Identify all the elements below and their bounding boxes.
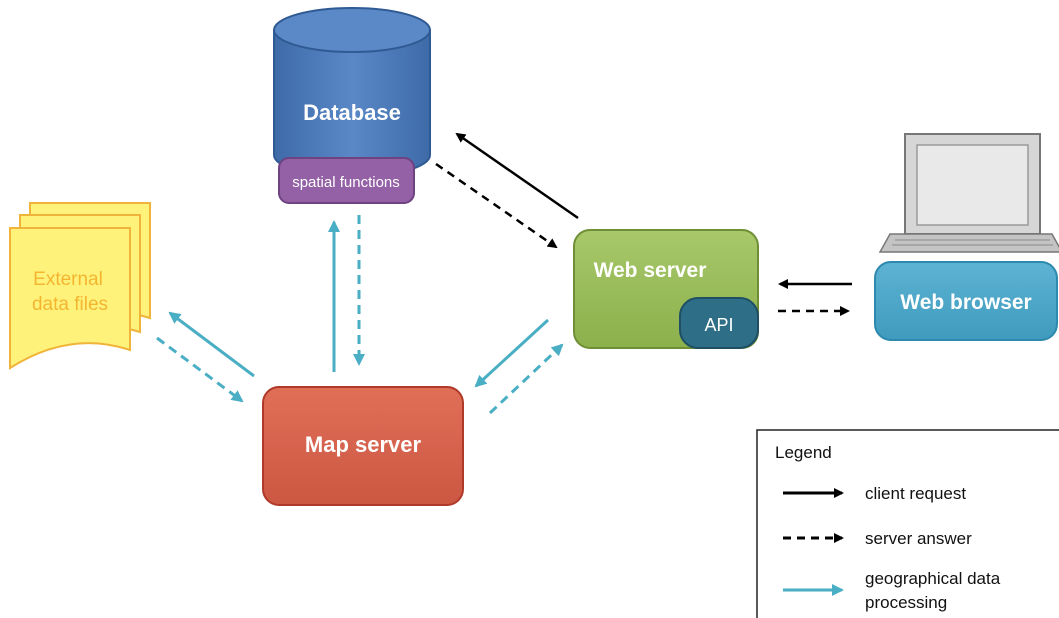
web-server-node: Web server API (573, 229, 759, 349)
legend-label-server-answer: server answer (865, 529, 972, 548)
data-arrow-mapserver-to-webserver (488, 343, 564, 415)
legend: Legend client request server answer geog… (756, 429, 1059, 618)
map-server-node: Map server (262, 386, 464, 506)
map-server-box (262, 386, 464, 506)
external-data-files-node: External data files (9, 202, 151, 370)
web-server-label: Web server (594, 259, 707, 282)
api-box (679, 297, 759, 349)
arrows (156, 132, 852, 415)
data-arrow-mapserver-to-files (168, 311, 255, 378)
external-files-label-line2: data files (32, 294, 108, 315)
data-arrow-webserver-to-mapserver (474, 318, 550, 388)
spatial-functions-label: spatial functions (292, 174, 400, 191)
database-cylinder-top (273, 7, 431, 53)
legend-box (756, 429, 1059, 618)
web-browser-node: Web browser (874, 133, 1059, 341)
laptop-icon (878, 133, 1059, 253)
data-arrow-files-to-mapserver (156, 336, 244, 403)
legend-label-geo-line1: geographical data (865, 569, 1001, 588)
map-server-label: Map server (305, 432, 422, 457)
file-sheet-front (9, 227, 131, 370)
legend-title: Legend (775, 443, 832, 462)
spatial-functions-box (278, 157, 415, 204)
legend-label-client-request: client request (865, 484, 966, 503)
external-files-label-line1: External (33, 269, 103, 290)
api-label: API (704, 315, 733, 335)
answer-arrow-database-to-webserver (435, 162, 558, 249)
web-browser-label: Web browser (900, 291, 1031, 314)
web-browser-box (874, 261, 1058, 341)
database-node: Database spatial functions (273, 7, 431, 204)
database-label: Database (303, 100, 401, 125)
request-arrow-webserver-to-database (455, 132, 579, 220)
legend-label-geo-line2: processing (865, 593, 947, 612)
